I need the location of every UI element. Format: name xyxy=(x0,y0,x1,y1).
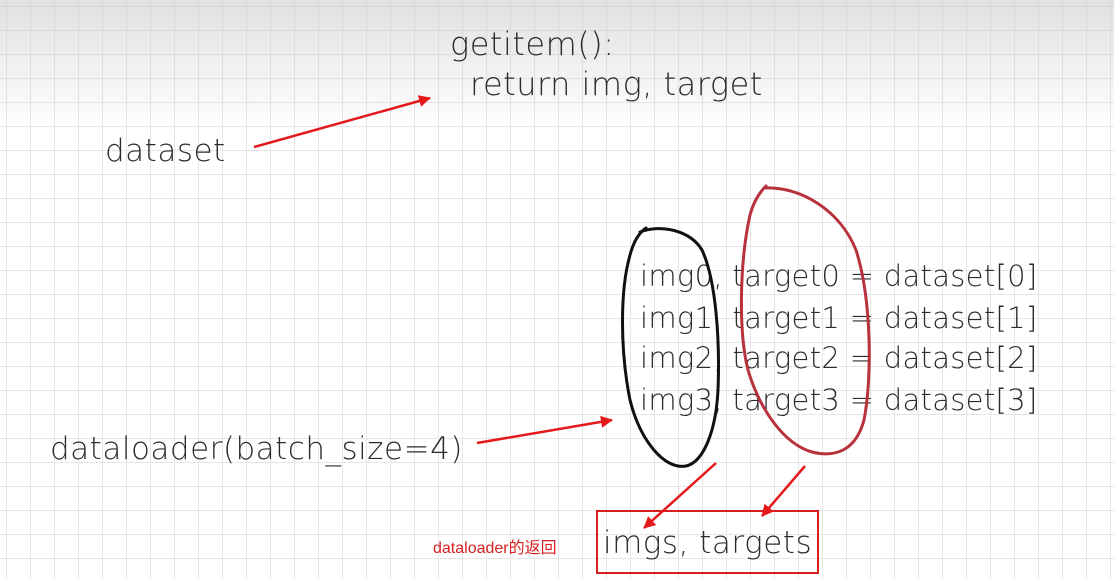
batch-line-1: img1, target1 = dataset[1] xyxy=(640,301,1038,335)
result-box xyxy=(596,510,819,574)
return-note: dataloader的返回 xyxy=(433,540,557,557)
arrow-targets-to-result xyxy=(761,465,806,517)
arrow-dataloader-to-batch xyxy=(476,415,613,445)
arrow-dataset-to-getitem xyxy=(253,95,431,149)
dataloader-label: dataloader(batch_size=4) xyxy=(50,431,463,467)
result-text: imgs, targets xyxy=(603,525,813,561)
arrow-imgs-to-result xyxy=(643,462,717,529)
getitem-signature: getitem(): xyxy=(450,25,615,63)
batch-line-3: img3, target3 = dataset[3] xyxy=(640,383,1038,417)
batch-line-2: img2, target2 = dataset[2] xyxy=(640,341,1038,375)
target-column-circle xyxy=(739,184,871,456)
img-column-circle xyxy=(621,226,720,468)
getitem-return: return img, target xyxy=(470,65,763,103)
dataset-label: dataset xyxy=(105,133,226,169)
